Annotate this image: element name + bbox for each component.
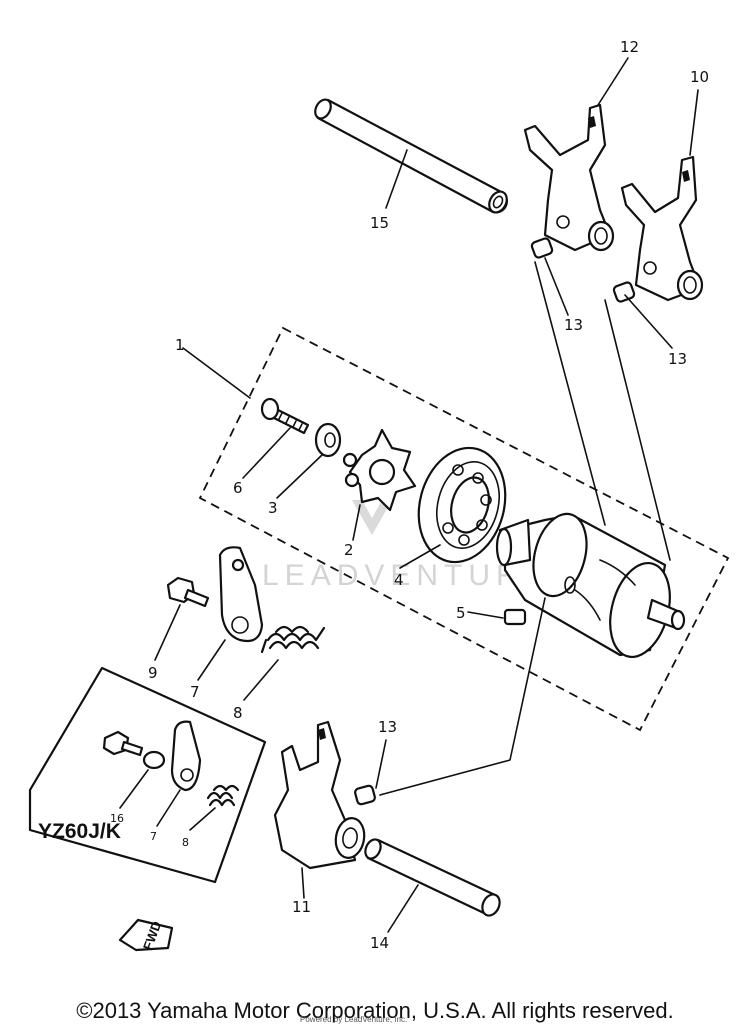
part-14-shift-shaft xyxy=(364,838,501,917)
callout-14: 14 xyxy=(370,934,389,952)
callout-4: 4 xyxy=(394,571,404,589)
callout-8: 8 xyxy=(233,704,243,722)
callout-1: 1 xyxy=(175,336,185,354)
callout-8-inset: 8 xyxy=(182,836,189,849)
part-12-shift-fork xyxy=(523,103,615,252)
watermark-logo: LEADVENTURE xyxy=(262,500,550,592)
model-label: YZ60J/K xyxy=(38,820,121,843)
callout-3: 3 xyxy=(268,499,278,517)
part-7-stopper-lever xyxy=(218,546,264,643)
part-11-shift-fork xyxy=(273,720,366,870)
part-9-bolt xyxy=(166,576,210,608)
callout-7: 7 xyxy=(190,683,200,701)
powered-by-credit: Powered by LeadVenture, Inc. xyxy=(300,1015,408,1024)
part-13-guide-pin-c xyxy=(354,784,376,806)
callout-9: 9 xyxy=(148,664,158,682)
watermark-text: LEADVENTURE xyxy=(262,559,550,592)
callouts: 1 2 3 4 5 6 7 8 9 10 11 12 13 13 13 14 1… xyxy=(110,38,709,952)
model-inset-box: YZ60J/K xyxy=(28,666,267,884)
callout-5: 5 xyxy=(456,604,466,622)
part-4-bearing xyxy=(417,446,507,564)
callout-13-c: 13 xyxy=(378,718,397,736)
part-15-shift-shaft xyxy=(314,98,508,214)
callout-10: 10 xyxy=(690,68,709,86)
shift-cam-drum xyxy=(495,512,686,659)
part-6-screw xyxy=(260,397,310,435)
callout-13-b: 13 xyxy=(668,350,687,368)
assembly-1-dashed-box xyxy=(198,326,730,732)
callout-16: 16 xyxy=(110,812,124,825)
part-5-pin xyxy=(503,608,527,626)
copyright-notice: ©2013 Yamaha Motor Corporation, U.S.A. A… xyxy=(76,998,674,1023)
fwd-arrow-icon: FWD xyxy=(118,918,174,952)
callout-2: 2 xyxy=(344,541,354,559)
callout-7-inset: 7 xyxy=(150,830,157,843)
part-3-washer xyxy=(314,422,342,458)
callout-12: 12 xyxy=(620,38,639,56)
leader-lines xyxy=(119,57,699,933)
part-8-spring xyxy=(260,625,326,654)
part-10-shift-fork xyxy=(620,155,704,302)
callout-6: 6 xyxy=(233,479,243,497)
part-13-guide-pin-b xyxy=(612,281,636,303)
callout-13-a: 13 xyxy=(564,316,583,334)
part-13-guide-pin-a xyxy=(530,237,554,259)
callout-15: 15 xyxy=(370,214,389,232)
part-2-segment xyxy=(342,428,417,512)
callout-11: 11 xyxy=(292,898,311,916)
